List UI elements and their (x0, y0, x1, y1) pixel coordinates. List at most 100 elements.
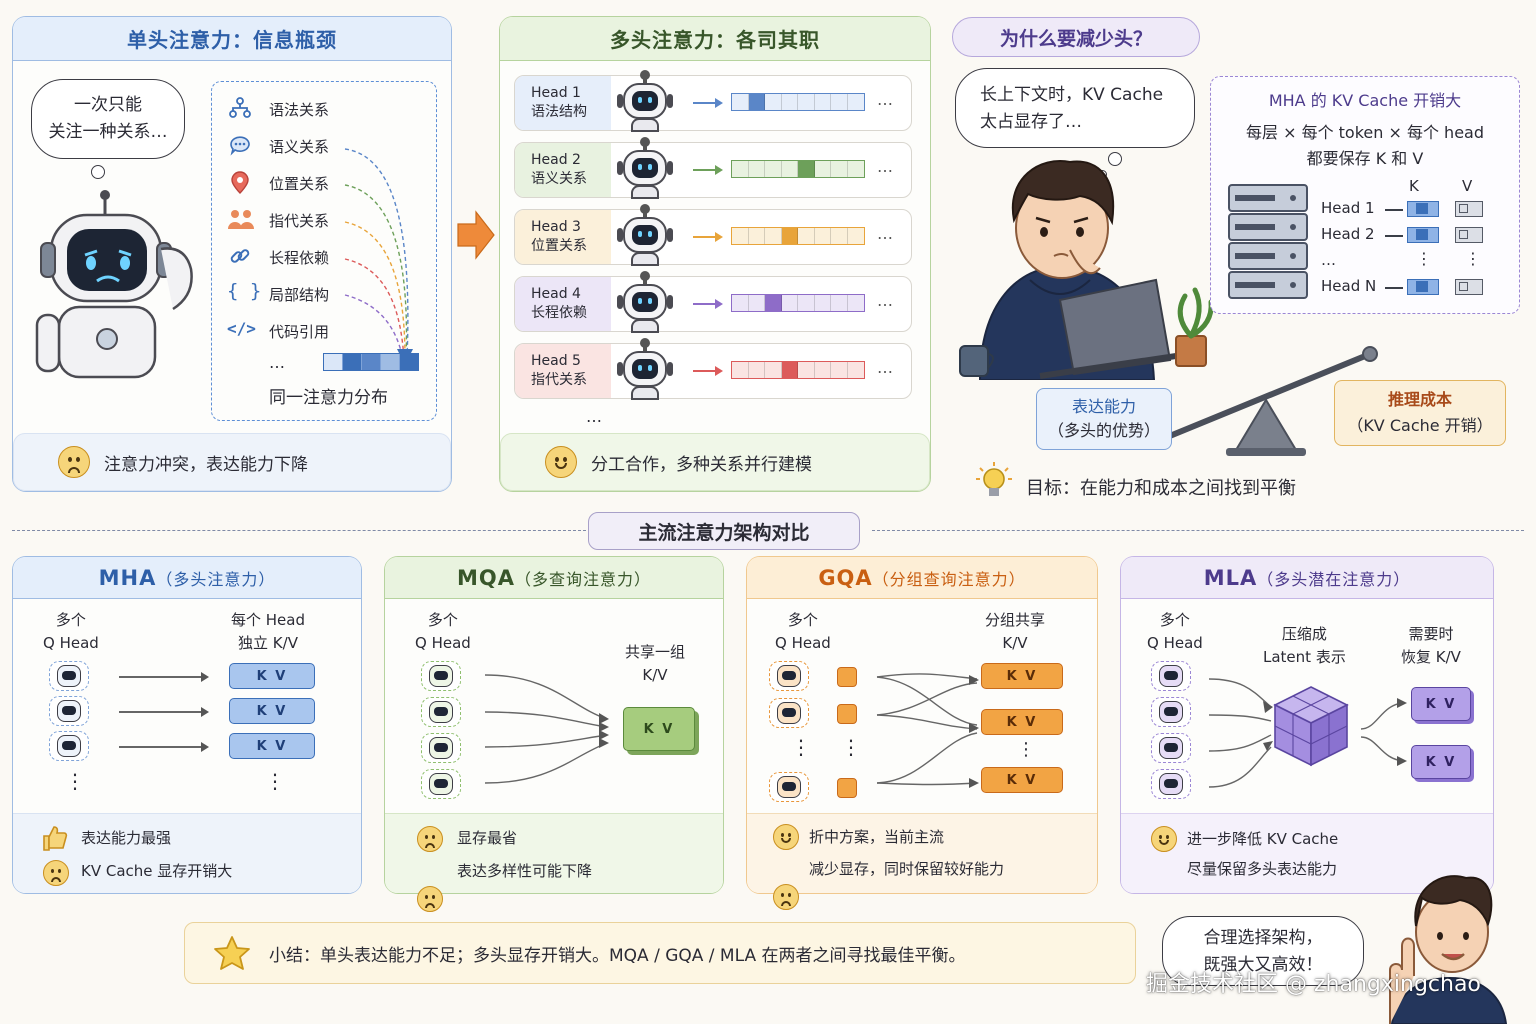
mla-pro-text-2: 尽量保留多头表达能力 (1187, 860, 1338, 878)
v-column-label: V (1462, 177, 1473, 195)
attention-cell (765, 161, 782, 177)
attention-cell (848, 228, 865, 244)
multi-head-title: 多头注意力：各司其职 (500, 17, 930, 61)
attention-cell (749, 362, 765, 378)
relation-item: 语法关系 (225, 95, 365, 123)
attention-distribution (731, 227, 865, 245)
relation-label: 指代关系 (269, 212, 330, 230)
query-head-icon (1151, 733, 1191, 763)
gqa-kv-dots: ⋮ (1017, 739, 1035, 760)
kv-label-line-1: 分组共享 (985, 611, 1046, 629)
relation-label: 局部结构 (269, 286, 330, 304)
relation-item: 语义关系 (225, 132, 365, 160)
gqa-kv-label: 分组共享 K/V (985, 609, 1045, 655)
relation-label: 位置关系 (269, 175, 330, 193)
head-role: 语法结构 (531, 104, 587, 120)
people-icon (228, 210, 254, 229)
q-dots: ⋮ (65, 769, 85, 793)
q-label-line-2: Q Head (775, 634, 831, 652)
capability-box: 表达能力 （多头的优势） (1036, 388, 1172, 450)
relation-item: 位置关系 (225, 169, 365, 197)
head-role: 长程依赖 (531, 305, 587, 321)
sad-face-icon (417, 826, 443, 852)
mla-compress-arrows (1208, 678, 1273, 788)
row-ellipsis: … (877, 157, 893, 176)
mla-latent-label: 压缩成 Latent 表示 (1263, 623, 1346, 669)
attention-cell (781, 228, 798, 244)
mha-fullname: （多头注意力） (156, 569, 276, 589)
latent-label-line-2: Latent 表示 (1263, 648, 1346, 666)
latent-cube-icon (1273, 686, 1349, 767)
mha-kv-label: 每个 Head 独立 K/V (231, 609, 305, 655)
mla-panel: MLA（多头潜在注意力） 多个 Q Head 压缩成 Latent 表示 需要时… (1120, 556, 1494, 894)
mqa-pro-text: 显存最省 (457, 829, 518, 847)
query-head-icon (1151, 769, 1191, 799)
attention-distribution (731, 294, 865, 312)
more-heads-ellipsis: … (586, 407, 602, 426)
cache-dots: ⋮ (1465, 249, 1481, 268)
link-icon (230, 249, 250, 263)
section-divider-right (872, 530, 1524, 531)
attention-cell (748, 295, 765, 311)
attention-cell (848, 94, 865, 110)
sad-face-icon (43, 860, 69, 886)
gqa-q-dots-2: ⋮ (841, 735, 861, 759)
mha-pro-text: 表达能力最强 (81, 829, 172, 847)
attention-cell (798, 161, 815, 177)
summary-text: 小结：单头表达能力不足；多头显存开销大。MQA / GQA / MLA 在两者之… (269, 945, 966, 966)
arrow-icon (119, 672, 209, 682)
attention-cell (815, 362, 831, 378)
arrow-icon (119, 707, 209, 717)
attention-cell (848, 161, 865, 177)
why-bubble-line-1: 长上下文时，KV Cache (980, 85, 1164, 105)
watermark: 掘金技术社区 @ zhangxingchao (1146, 972, 1481, 997)
bubble-line-2: 关注一种关系… (48, 122, 168, 142)
mqa-con-text: 表达多样性可能下降 (457, 862, 593, 880)
mla-fullname: （多头潜在注意力） (1257, 569, 1411, 589)
attention-cell (831, 228, 848, 244)
robot-icon (615, 70, 675, 132)
confused-robot-illustration (35, 190, 193, 379)
why-thought-bubble: 长上下文时，KV Cache 太占显存了… (955, 68, 1195, 148)
why-title-pill: 为什么要减少头？ (952, 17, 1200, 57)
tree-icon (229, 97, 251, 118)
attention-cell (831, 295, 848, 311)
query-head-icon (769, 772, 809, 802)
attention-cell (748, 94, 765, 110)
thinking-person-illustration (959, 160, 1214, 380)
q-label-line-1: 多个 (427, 611, 458, 629)
cache-head-label: Head 1 (1321, 199, 1375, 217)
kv-cache-cost-box: MHA 的 KV Cache 开销大 每层 × 每个 token × 每个 he… (1210, 76, 1520, 314)
mla-restore-arrows (1360, 698, 1407, 766)
pointing-person-illustration (1389, 875, 1508, 1024)
attention-cell (732, 161, 749, 177)
row-ellipsis: … (877, 291, 893, 310)
attention-cell (815, 295, 831, 311)
mla-kv-label: 需要时 恢复 K/V (1401, 623, 1461, 669)
cache-dots: ⋮ (1416, 249, 1432, 268)
kv-label-line-1: 需要时 (1408, 625, 1454, 643)
cache-arrow-icon (1385, 235, 1403, 237)
relation-item: 指代关系 (225, 206, 365, 234)
query-head-icon (421, 697, 461, 727)
k-cache-block (1407, 279, 1439, 295)
attention-cell (798, 362, 815, 378)
attention-cell (815, 228, 831, 244)
q-label-line-2: Q Head (415, 634, 471, 652)
query-head-icon (49, 661, 89, 691)
single-attention-distribution (323, 353, 419, 371)
attention-cell (732, 94, 749, 110)
kv-label-line-1: 每个 Head (231, 611, 305, 629)
kv-label-line-2: K/V (642, 666, 668, 684)
kv-cost-title: MHA 的 KV Cache 开销大 (1268, 91, 1462, 110)
k-cache-block (1407, 227, 1439, 243)
attention-cell (781, 295, 798, 311)
mqa-footer: 显存最省 表达多样性可能下降 (385, 813, 723, 912)
row-ellipsis: … (877, 358, 893, 377)
group-key-square (837, 667, 857, 687)
